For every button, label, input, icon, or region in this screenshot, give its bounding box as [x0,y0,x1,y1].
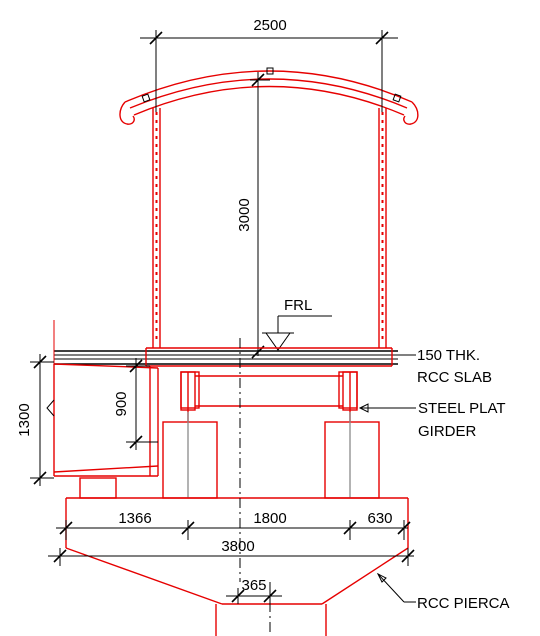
dim-label-365: 365 [241,577,266,594]
pedestals [79,412,380,499]
dimension-cap-breakdown [56,520,411,540]
pier-cap [65,497,409,636]
dim-label-900: 900 [113,391,130,416]
approach-slab [53,320,159,477]
right-gutter-hook [403,101,419,125]
left-purlin [141,93,151,103]
steel-plate-girders [180,371,358,422]
pier-label: RCC PIERCA [417,595,510,612]
dim-label-3000: 3000 [236,198,253,231]
dimension-canopy-width [140,30,398,112]
dim-label-2500: 2500 [253,17,286,34]
dim-label-630: 630 [367,510,392,527]
canopy-roof [119,67,419,125]
girder-label-line2: GIRDER [418,423,477,440]
frl-label: FRL [284,297,312,314]
slab-label-line1: 150 THK. [417,347,480,364]
canopy-columns [152,108,387,348]
dim-label-1366: 1366 [118,510,151,527]
dimension-canopy-height [250,72,270,359]
slab-label-line2: RCC SLAB [417,369,492,386]
dimension-pier-width [226,588,282,604]
left-gutter-hook [119,101,135,125]
deck-slab [54,347,398,367]
dimension-girder-depth [126,358,158,450]
ridge-purlin [266,67,274,75]
dim-label-1300: 1300 [16,403,33,436]
dim-label-3800: 3800 [221,538,254,555]
dim-label-1800: 1800 [253,510,286,527]
dimension-cap-width [48,548,415,566]
frl-marker [262,315,332,351]
dimension-overall-depth [30,354,55,486]
girder-label-line1: STEEL PLAT [418,400,506,417]
right-purlin [392,93,402,103]
